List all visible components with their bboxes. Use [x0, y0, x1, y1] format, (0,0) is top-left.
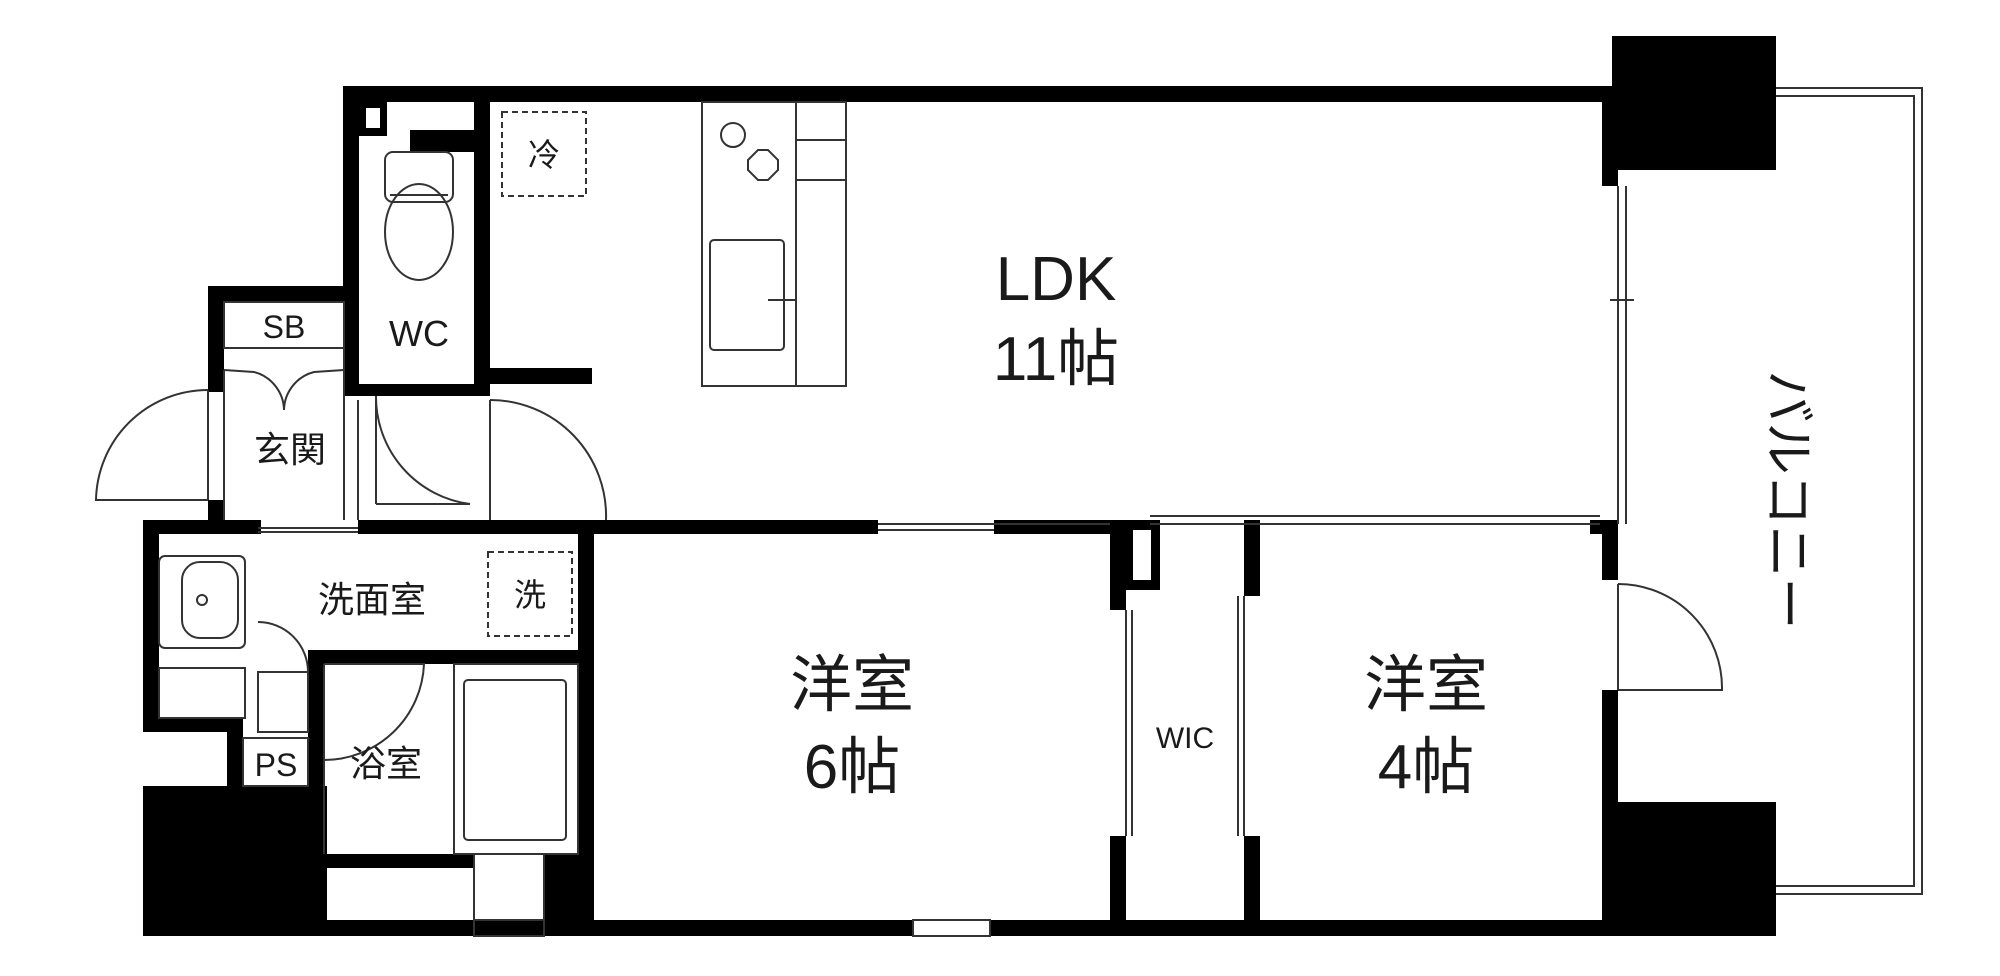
shoe-box-label: SB — [263, 309, 306, 345]
wall-top — [343, 86, 1617, 102]
wall-toilet-right — [474, 86, 490, 396]
vanity-lower — [158, 667, 246, 719]
bathtub-outer — [453, 663, 579, 855]
walls — [143, 36, 1776, 936]
wc-door-swing — [374, 395, 471, 505]
wash-inner-door — [257, 621, 310, 673]
bathtub-inner — [463, 679, 567, 841]
front-door-swing — [94, 389, 209, 501]
toilet-label: WC — [389, 313, 449, 354]
washer-label: 洗 — [514, 577, 546, 613]
wall-toilet-left — [343, 86, 359, 390]
column-top-right — [1612, 36, 1776, 170]
ldk-door-swing — [489, 399, 608, 521]
sb-door-right — [283, 369, 345, 411]
wall-mid-left — [143, 520, 261, 534]
bath-door-swing — [323, 663, 426, 762]
wall-entrance-left-lower — [208, 500, 224, 520]
balcony-inner — [1776, 95, 1915, 887]
wic-label: WIC — [1156, 722, 1214, 755]
ldk-size: 11帖 — [993, 325, 1119, 394]
thin-lines — [94, 87, 1923, 937]
wall-bottom-1 — [143, 920, 913, 936]
wall-stub-toilet-2 — [410, 130, 474, 152]
wall-ps-left — [227, 732, 243, 788]
vanity-counter — [158, 555, 246, 649]
range-hood — [795, 139, 847, 181]
sink-outline — [709, 239, 785, 351]
wall-wash-bath — [308, 650, 578, 664]
vanity-basin — [181, 561, 239, 639]
pillar-hole-1 — [366, 108, 380, 128]
wall-mid-2 — [994, 520, 1110, 534]
wall-bath-bottom-left — [324, 854, 474, 868]
fridge-outline — [501, 111, 587, 197]
fridge-label: 冷 — [528, 137, 560, 173]
washer-outline — [487, 551, 573, 637]
stove-burner-1 — [720, 122, 746, 148]
wall-bath-right — [578, 520, 594, 924]
pillar-hole-2 — [1133, 530, 1151, 580]
ps-box — [242, 737, 309, 787]
western-room-1-size: 6帖 — [804, 733, 900, 802]
room1-window — [912, 919, 991, 937]
wall-ps-right — [308, 650, 324, 788]
column-bottom-right — [1612, 802, 1776, 936]
vanity-drain — [196, 594, 208, 606]
wall-wic-left-lower — [1110, 836, 1126, 936]
ldk-name: LDK — [996, 245, 1117, 314]
wall-bottom-2 — [990, 920, 1630, 936]
wall-toilet-bottom — [343, 384, 489, 396]
balcony-label: バルコニー — [1758, 371, 1816, 630]
western-room-2-name: 洋室 — [1364, 651, 1488, 720]
western-room-2-size: 4帖 — [1378, 733, 1474, 802]
wall-wash-left — [143, 520, 159, 732]
wash-cabinet — [257, 671, 309, 733]
toilet-tank — [384, 151, 454, 203]
pillar-holes — [366, 108, 1151, 580]
wall-wic-left — [1110, 520, 1126, 610]
wall-wash-left-bottom — [143, 718, 243, 732]
western-room-1-name: 洋室 — [790, 651, 914, 720]
stove-burner-2 — [747, 149, 779, 181]
pipe-space-label: PS — [255, 747, 298, 783]
wall-sb-top — [208, 286, 344, 302]
wall-mid-1 — [358, 520, 878, 534]
washroom-label: 洗面室 — [318, 579, 426, 620]
column-bottom-left — [143, 786, 327, 936]
wall-right-mid — [1602, 524, 1618, 580]
wall-wic-right-lower — [1244, 836, 1260, 936]
wall-ldk-stub — [490, 368, 592, 384]
balcony-door-swing — [1617, 583, 1724, 691]
wall-sb-left — [208, 286, 224, 392]
bath-window — [473, 853, 545, 937]
kitchen-counter — [701, 101, 847, 387]
balcony-outline — [1776, 87, 1923, 895]
sb-door-left — [223, 369, 285, 411]
toilet-bowl — [384, 183, 454, 281]
wall-wic-right — [1244, 520, 1260, 596]
labels: LDK 11帖 洋室 6帖 洋室 4帖 WIC 洗面室 浴室 WC 玄関 SB … — [254, 137, 1816, 802]
entrance-label: 玄関 — [254, 429, 326, 470]
bathroom-label: 浴室 — [350, 743, 422, 784]
